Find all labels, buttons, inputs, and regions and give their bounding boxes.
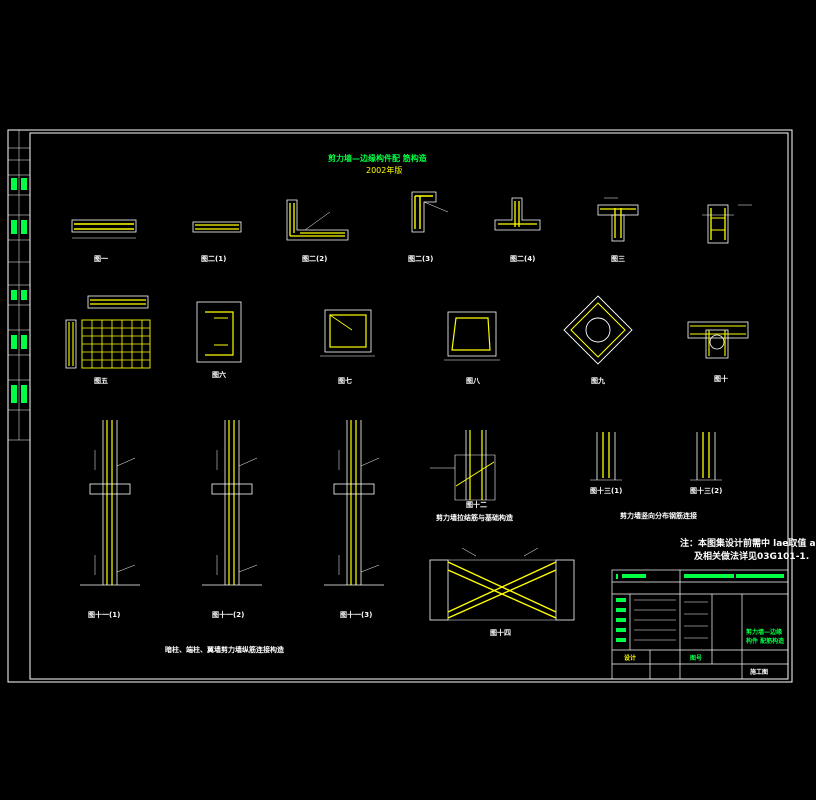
fig10-drawing — [687, 321, 749, 359]
fig4-drawing — [702, 204, 752, 244]
fig14-drawing — [429, 547, 575, 621]
drawing-frame — [29, 132, 789, 680]
fig10-label: 图十 — [714, 375, 728, 383]
fig12-drawing — [430, 430, 496, 501]
fig5-label: 图五 — [94, 377, 108, 385]
title-block-drawing-title: 剪力墙—边缘构件 配筋构造 — [746, 629, 785, 645]
fig3-drawing — [597, 197, 639, 242]
fig11-caption: 暗柱、端柱、翼墙剪力墙纵筋连接构造 — [165, 646, 284, 654]
left-binding-strip — [8, 130, 30, 441]
fig13-2-drawing — [690, 432, 722, 481]
fig2-2-label: 图二(2) — [302, 255, 328, 263]
fig2-4-drawing — [494, 197, 541, 231]
fig7-label: 图七 — [338, 377, 352, 385]
fig5-drawing — [65, 295, 151, 369]
fig9-drawing — [563, 295, 633, 365]
fig13-1-label: 图十三(1) — [590, 487, 623, 495]
fig11-1-drawing — [80, 420, 140, 586]
sheet-title: 剪力墙—边缘构件配 筋构造 — [328, 154, 427, 163]
fig1-label: 图一 — [94, 255, 108, 263]
sheet-border — [7, 129, 793, 683]
fig12-caption: 剪力墙拉结筋与基础构造 — [436, 514, 513, 522]
fig6-label: 图六 — [212, 371, 226, 379]
title-block-white-rows — [634, 599, 708, 641]
binding-strip-marks — [11, 178, 27, 403]
fig2-4-label: 图二(4) — [510, 255, 536, 263]
fig14-label: 图十四 — [490, 629, 511, 637]
fig11-2-label: 图十一(2) — [212, 611, 245, 619]
title-block-sheet-label: 图号 — [690, 655, 703, 662]
fig11-1-label: 图十一(1) — [88, 611, 121, 619]
fig2-3-drawing — [411, 191, 449, 233]
fig2-1-drawing — [192, 221, 242, 233]
fig2-3-label: 图二(3) — [408, 255, 434, 263]
drawing-note-line1: 注：本图集设计前需中 lae取值 a — [680, 539, 816, 549]
title-block-green-cells — [616, 574, 784, 642]
title-block-stage: 施工图 — [750, 669, 769, 676]
drawing-note-line2: 及相关做法详见03G101-1. — [694, 552, 810, 562]
title-block — [611, 569, 789, 680]
fig1-drawing — [71, 219, 137, 239]
fig13-2-label: 图十三(2) — [690, 487, 723, 495]
fig11-3-label: 图十一(3) — [340, 611, 373, 619]
title-block-design-unit: 设计 — [624, 655, 637, 662]
fig6-drawing — [196, 301, 242, 363]
fig2-2-drawing — [286, 199, 349, 241]
fig7-drawing — [320, 309, 375, 357]
fig8-label: 图八 — [466, 377, 480, 385]
fig11-2-drawing — [202, 420, 262, 586]
fig3-label: 图三 — [611, 255, 625, 263]
fig8-drawing — [444, 311, 500, 361]
fig11-3-drawing — [324, 420, 384, 586]
fig9-label: 图九 — [591, 377, 605, 385]
fig12-label: 图十二 — [466, 501, 487, 509]
sheet-subtitle: 2002年版 — [366, 166, 403, 175]
fig13-1-drawing — [590, 432, 622, 481]
fig13-caption: 剪力墙竖向分布钢筋连接 — [620, 512, 697, 520]
fig2-1-label: 图二(1) — [201, 255, 227, 263]
